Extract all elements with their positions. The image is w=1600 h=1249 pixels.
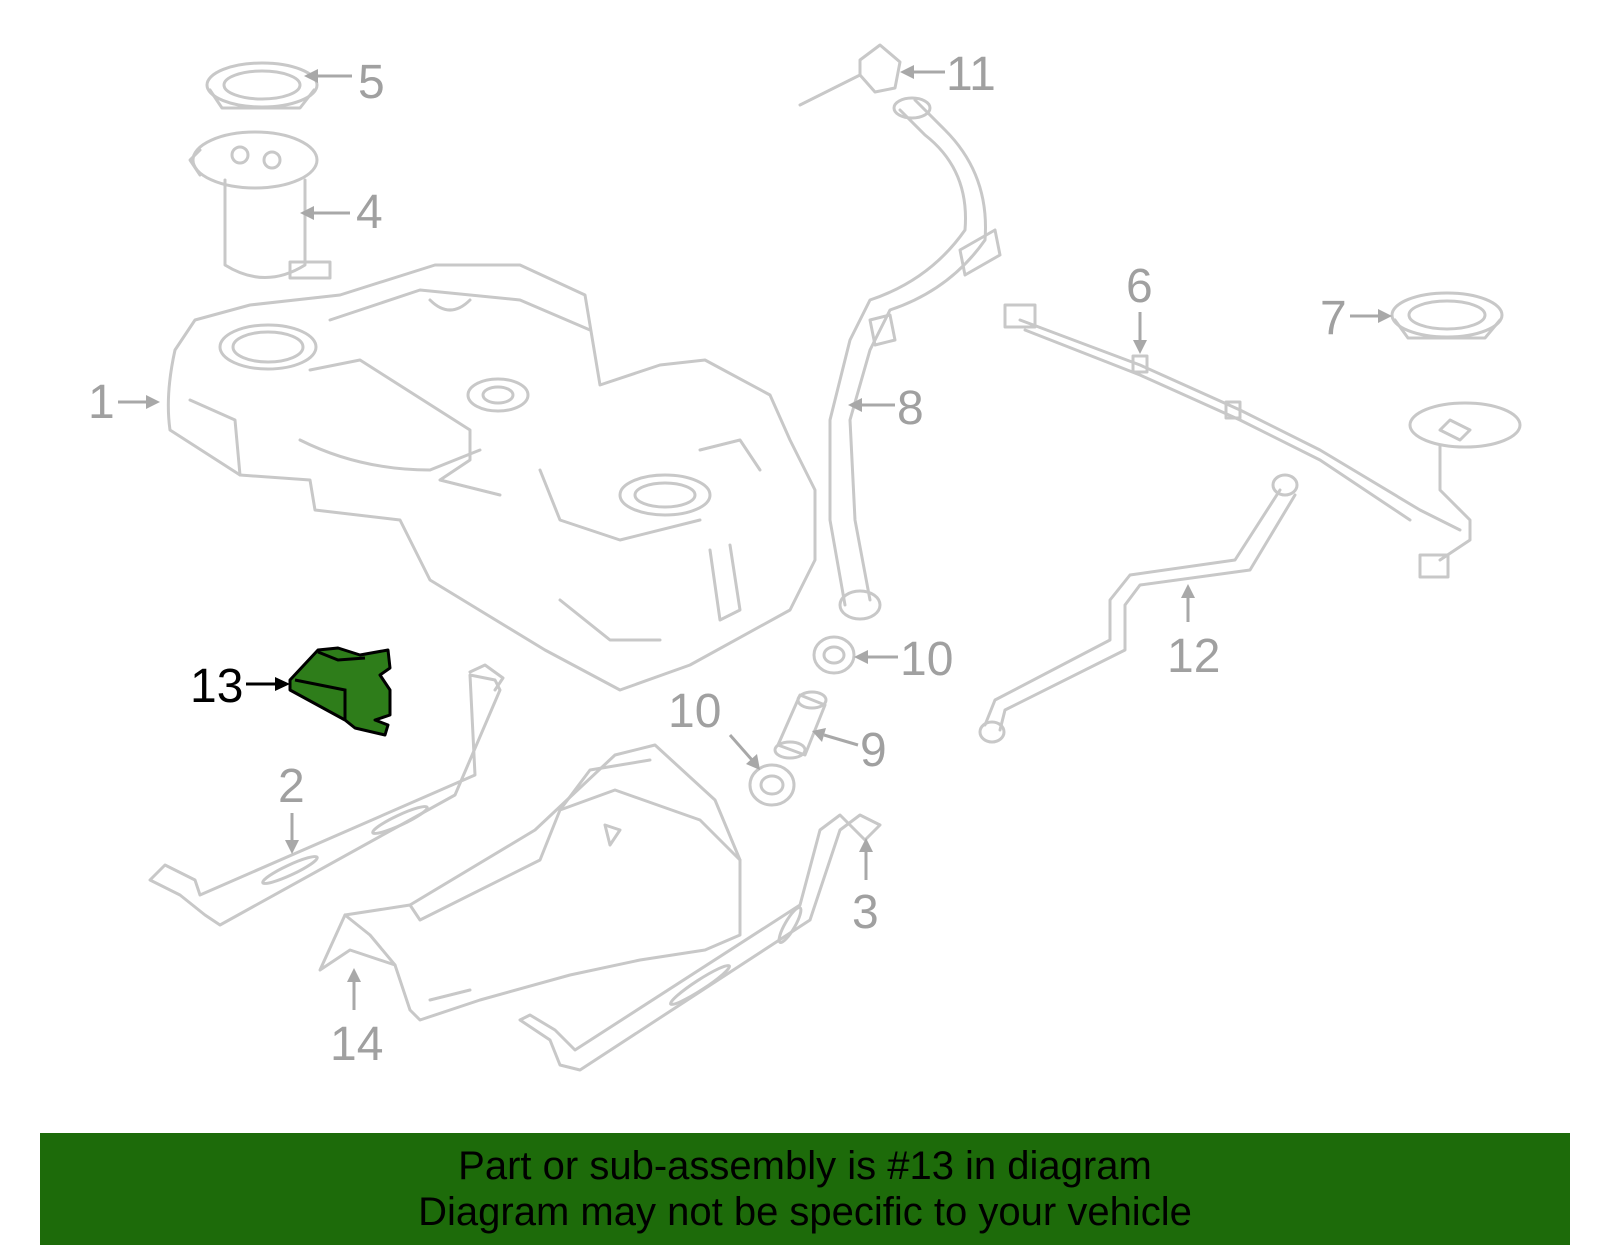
callout-4-label: 4 bbox=[356, 186, 383, 239]
callout-4: 4 bbox=[300, 186, 383, 239]
part-14-heat-shield[interactable] bbox=[318, 743, 742, 1022]
callout-1-label: 1 bbox=[88, 376, 115, 429]
callout-14: 14 bbox=[330, 968, 383, 1071]
callout-12-label: 12 bbox=[1167, 630, 1220, 683]
callout-5: 5 bbox=[304, 56, 385, 109]
part-fuel-sender[interactable] bbox=[1408, 401, 1522, 579]
callout-9-label: 9 bbox=[860, 724, 887, 777]
callout-10-lower-label: 10 bbox=[668, 685, 721, 738]
banner-part-line: Part or sub-assembly is #13 in diagram bbox=[458, 1144, 1152, 1188]
part-4-fuel-pump[interactable] bbox=[188, 130, 332, 280]
callout-7-label: 7 bbox=[1320, 292, 1347, 345]
callout-2-label: 2 bbox=[278, 760, 305, 813]
part-1-fuel-tank[interactable] bbox=[166, 263, 817, 692]
callout-5-label: 5 bbox=[358, 56, 385, 109]
callout-10-upper: 10 bbox=[854, 633, 953, 686]
callout-7: 7 bbox=[1320, 292, 1392, 345]
callout-2: 2 bbox=[278, 760, 305, 854]
callout-6: 6 bbox=[1126, 260, 1153, 354]
callout-13-label: 13 bbox=[190, 660, 243, 713]
callout-14-label: 14 bbox=[330, 1018, 383, 1071]
callout-1: 1 bbox=[88, 376, 160, 429]
callout-13: 13 bbox=[190, 660, 290, 713]
part-12-vapor-hose[interactable] bbox=[978, 473, 1299, 744]
callout-10-lower: 10 bbox=[668, 685, 760, 770]
part-10-seal-lower[interactable] bbox=[748, 763, 796, 807]
callout-3: 3 bbox=[852, 838, 879, 939]
callout-9: 9 bbox=[812, 724, 887, 777]
part-6-wiring-harness[interactable] bbox=[1003, 303, 1462, 532]
part-10-seal-upper[interactable] bbox=[812, 635, 856, 675]
part-5-lock-ring[interactable] bbox=[205, 61, 319, 110]
banner-disclaimer-line: Diagram may not be specific to your vehi… bbox=[418, 1190, 1192, 1234]
part-13-control-module[interactable] bbox=[288, 646, 392, 737]
part-8-filler-pipe[interactable] bbox=[828, 96, 1002, 621]
callout-8: 8 bbox=[848, 382, 924, 435]
part-2-strap[interactable] bbox=[148, 663, 505, 927]
callout-8-label: 8 bbox=[897, 382, 924, 435]
callout-10-upper-label: 10 bbox=[900, 633, 953, 686]
part-3-strap[interactable] bbox=[518, 813, 882, 1072]
callout-12: 12 bbox=[1167, 584, 1220, 683]
callout-11-label: 11 bbox=[946, 48, 996, 101]
part-9-tube[interactable] bbox=[773, 690, 828, 760]
part-11-filler-vent[interactable] bbox=[798, 43, 902, 107]
callout-6-label: 6 bbox=[1126, 260, 1153, 313]
callout-11: 11 bbox=[900, 48, 996, 101]
part-info-banner: Part or sub-assembly is #13 in diagram D… bbox=[40, 1133, 1570, 1245]
callout-3-label: 3 bbox=[852, 886, 879, 939]
part-7-lock-ring[interactable] bbox=[1390, 291, 1504, 340]
